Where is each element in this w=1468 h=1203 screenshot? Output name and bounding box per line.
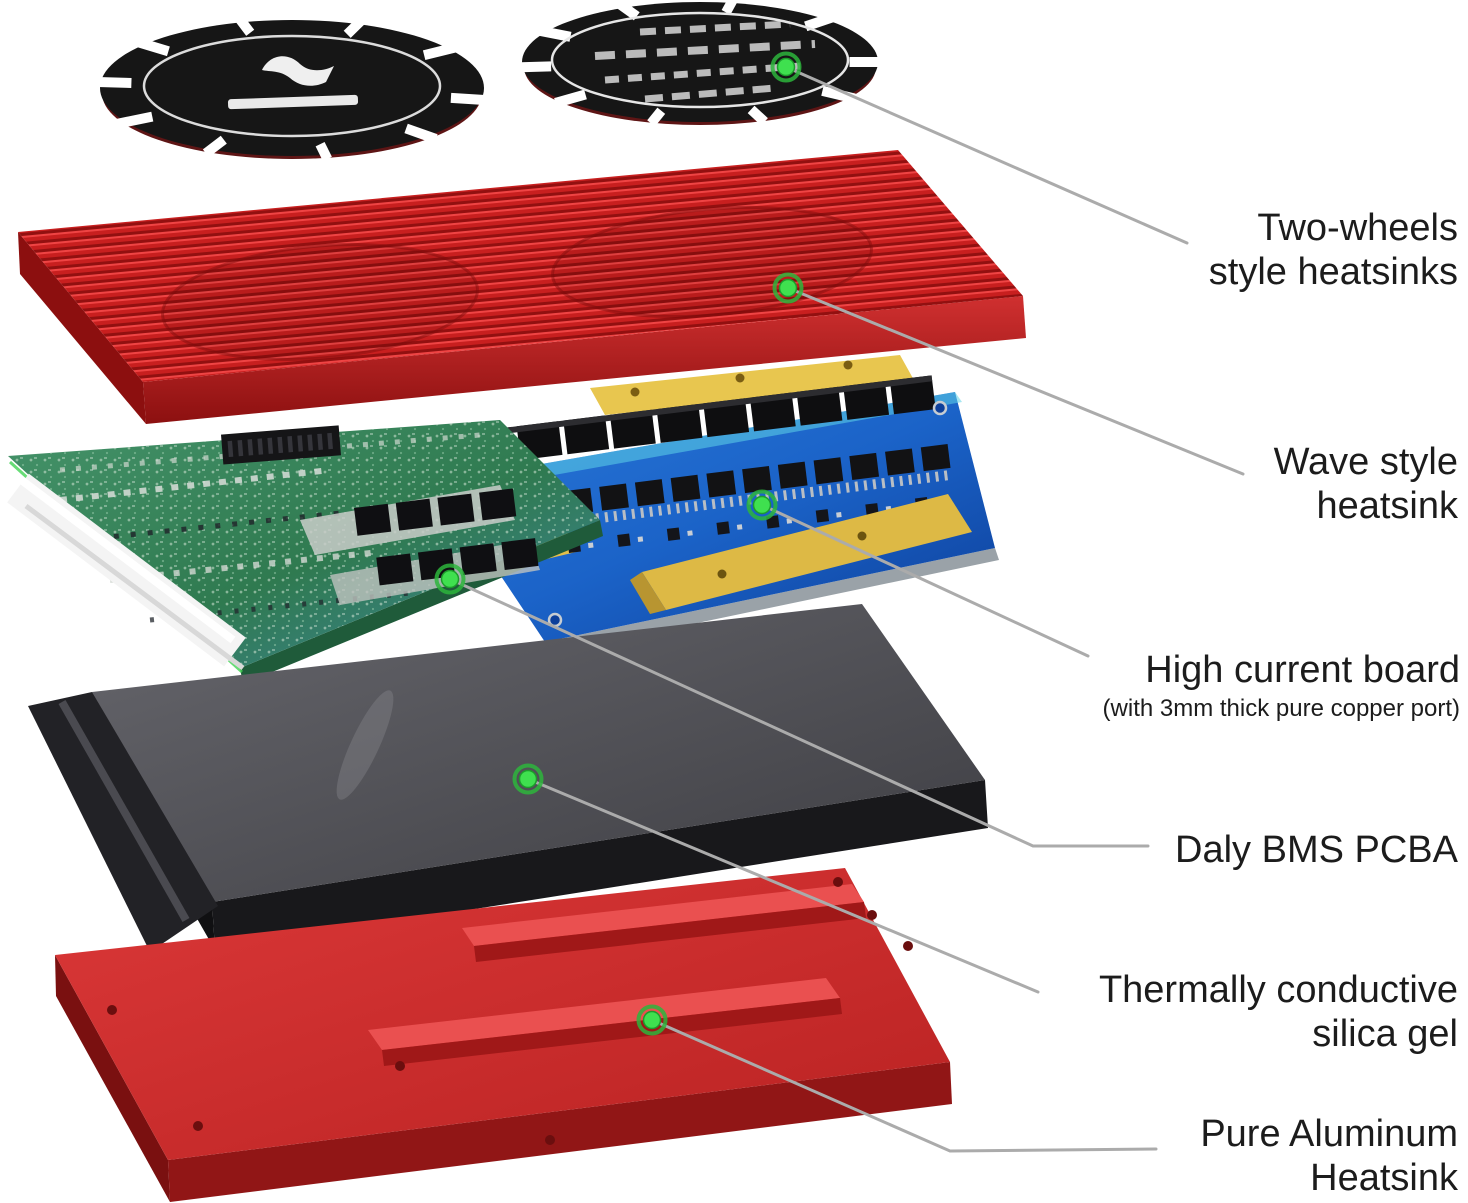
callout-subline: (with 3mm thick pure copper port) (1102, 695, 1460, 722)
wheel-right-engraving (594, 20, 816, 103)
callout-wave-heatsink: Wave style heatsink (1274, 440, 1458, 528)
plate-top-face (55, 868, 950, 1160)
plate-rail-upper (462, 884, 866, 962)
callout-line: Two-wheels (1257, 207, 1458, 249)
callout-line: style heatsinks (1208, 251, 1458, 293)
leader-aluminum (650, 1018, 1158, 1153)
daly-logo-icon (262, 56, 334, 86)
callout-aluminum-heatsink: Pure Aluminum Heatsink (1200, 1112, 1458, 1200)
leader-daly (448, 577, 1150, 848)
leader-high-current (760, 503, 1090, 658)
header-connector (221, 425, 341, 465)
callout-line: High current board (1145, 649, 1460, 691)
marker-aluminum (636, 1004, 668, 1036)
callout-two-wheels-heatsinks: Two-wheels style heatsinks (1209, 206, 1458, 294)
callout-silica-gel: Thermally conductive silica gel (1099, 968, 1458, 1056)
leader-silica (526, 777, 1040, 994)
silica-gel-pad (28, 604, 988, 952)
copper-bus-bar-top (590, 355, 915, 415)
blue-pcb-face (438, 392, 995, 642)
callout-line: silica gel (1312, 1013, 1458, 1055)
callout-daly-bms-pcba: Daly BMS PCBA (1175, 828, 1458, 872)
callout-line: Heatsink (1310, 1157, 1458, 1199)
marker-two-wheels (770, 51, 802, 83)
callout-high-current-board: High current board (with 3mm thick pure … (1103, 648, 1460, 724)
marker-daly (434, 563, 466, 595)
silica-top-face (92, 604, 985, 902)
balance-connector (7, 472, 246, 671)
callout-line: heatsink (1316, 485, 1458, 527)
high-current-board (438, 355, 999, 654)
callout-line: Wave style (1273, 441, 1458, 483)
bms-pcba-board (7, 420, 603, 684)
leader-lines (448, 65, 1245, 1153)
callout-line: Pure Aluminum (1200, 1113, 1458, 1155)
point-markers (434, 51, 804, 1036)
marker-high-current (746, 489, 778, 521)
wave-heatsink (18, 150, 1026, 424)
callout-line: Daly BMS PCBA (1175, 829, 1458, 871)
leader-two-wheels (784, 65, 1189, 245)
marker-silica (512, 763, 544, 795)
wheel-left-notches (89, 15, 493, 162)
plate-screw-holes (107, 877, 913, 1145)
plate-rail-lower (368, 978, 842, 1066)
callout-line: Thermally conductive (1098, 969, 1458, 1011)
wheel-heatsink-right (511, 0, 889, 127)
wheel-heatsink-left (89, 15, 493, 162)
wheel-right-notches (511, 0, 889, 127)
copper-bus-bar-bottom (642, 494, 972, 610)
marker-wave (772, 272, 804, 304)
leader-wave (786, 286, 1245, 476)
aluminum-heatsink-plate (55, 868, 952, 1202)
